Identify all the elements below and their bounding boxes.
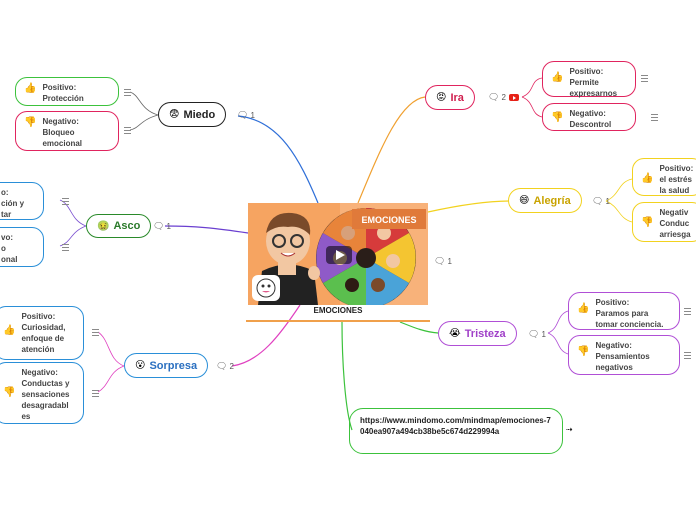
- topic-label: Sorpresa: [149, 359, 198, 372]
- comment-icon: 🗨: [216, 361, 228, 371]
- thumbs-up-icon: 👍: [551, 72, 564, 83]
- menu-icon[interactable]: [651, 112, 658, 123]
- tristeza-positive[interactable]: 👍 Positivo: Paramos para tomar concienci…: [568, 292, 680, 330]
- sorpresa-negative[interactable]: 👎 Negativo: Conductas y sensaciones desa…: [0, 362, 84, 424]
- menu-icon[interactable]: [92, 327, 99, 338]
- thumbs-down-icon: 👎: [551, 112, 564, 123]
- alegria-negative[interactable]: 👎 Negativ Conduc arriesga: [632, 202, 696, 242]
- central-topic-underline: [246, 320, 430, 322]
- central-note-indicator[interactable]: 🗨1: [434, 256, 452, 266]
- note-indicator-alegria[interactable]: 🗨1: [592, 196, 610, 206]
- note-indicator-miedo[interactable]: 🗨1: [237, 110, 255, 120]
- thumbs-up-icon: 👍: [641, 173, 654, 184]
- ira-positive[interactable]: 👍 Positivo: Permite expresarnos: [542, 61, 636, 98]
- thumbs-up-icon: 👍: [3, 325, 16, 336]
- asco-negative[interactable]: vo: o onal: [0, 227, 44, 267]
- angry-face-icon: 😡: [436, 92, 447, 103]
- note-indicator-ira[interactable]: 🗨2: [488, 92, 519, 103]
- note-indicator-asco[interactable]: 🗨1: [153, 221, 171, 231]
- miedo-negative[interactable]: 👎 Negativo: Bloqueo emocional: [15, 111, 119, 151]
- thumbs-down-icon: 👎: [3, 387, 16, 398]
- topic-tristeza[interactable]: 😭 Tristeza: [438, 321, 517, 346]
- topic-miedo[interactable]: 😨 Miedo: [158, 102, 227, 127]
- menu-icon[interactable]: [92, 388, 99, 399]
- menu-icon[interactable]: [124, 87, 131, 98]
- hyperlink-topic[interactable]: https://www.mindomo.com/mindmap/emocione…: [349, 408, 563, 454]
- menu-icon[interactable]: [124, 125, 131, 136]
- central-topic-title[interactable]: EMOCIONES: [313, 306, 363, 315]
- tristeza-negative[interactable]: 👎 Negativo: Pensamientos negativos: [568, 335, 680, 375]
- topic-alegria[interactable]: 😄 Alegría: [508, 188, 582, 213]
- thumbs-up-icon: 👍: [24, 83, 37, 94]
- comment-icon: 🗨: [488, 92, 500, 102]
- nauseated-face-icon: 🤢: [97, 220, 110, 232]
- crying-face-icon: 😭: [449, 328, 461, 339]
- emotions-illustration: EMOCIONES: [248, 203, 428, 305]
- menu-icon[interactable]: [62, 196, 69, 207]
- thumbs-up-icon: 👍: [577, 303, 590, 314]
- menu-icon[interactable]: [684, 306, 691, 317]
- surprised-face-icon: 😮: [135, 360, 146, 371]
- thumbs-down-icon: 👎: [577, 346, 590, 357]
- alegria-positive[interactable]: 👍 Positivo: el estrés la salud: [632, 158, 696, 196]
- menu-icon[interactable]: [62, 242, 69, 253]
- asco-positive[interactable]: o: ción y tar: [0, 182, 44, 220]
- miedo-positive[interactable]: 👍 Positivo: Protección: [15, 77, 119, 106]
- topic-label: Alegría: [533, 194, 571, 207]
- topic-label: Asco: [113, 220, 141, 232]
- note-indicator-sorpresa[interactable]: 🗨2: [216, 361, 234, 371]
- topic-label: Ira: [450, 91, 464, 104]
- youtube-icon[interactable]: [508, 94, 519, 101]
- link-icon[interactable]: ⇢: [566, 425, 573, 434]
- central-topic-image[interactable]: EMOCIONES: [248, 203, 428, 305]
- comment-icon: 🗨: [592, 196, 604, 206]
- svg-text:EMOCIONES: EMOCIONES: [361, 215, 416, 225]
- comment-icon: 🗨: [153, 221, 165, 231]
- note-indicator-tristeza[interactable]: 🗨1: [528, 329, 546, 339]
- thumbs-down-icon: 👎: [641, 217, 654, 228]
- topic-ira[interactable]: 😡 Ira: [425, 85, 475, 110]
- grinning-face-icon: 😄: [519, 195, 530, 206]
- fearful-face-icon: 😨: [169, 109, 180, 120]
- topic-sorpresa[interactable]: 😮 Sorpresa: [124, 353, 209, 378]
- topic-asco[interactable]: 🤢 Asco: [86, 214, 152, 238]
- ira-negative[interactable]: 👎 Negativo: Descontrol: [542, 103, 636, 131]
- menu-icon[interactable]: [684, 350, 691, 361]
- comment-icon: 🗨: [434, 256, 446, 266]
- comment-icon: 🗨: [528, 329, 540, 339]
- thumbs-down-icon: 👎: [24, 117, 37, 128]
- comment-icon: 🗨: [237, 110, 249, 120]
- topic-label: Tristeza: [464, 327, 506, 340]
- sorpresa-positive[interactable]: 👍 Positivo: Curiosidad, enfoque de atenc…: [0, 306, 84, 360]
- topic-label: Miedo: [183, 108, 216, 121]
- menu-icon[interactable]: [641, 73, 648, 84]
